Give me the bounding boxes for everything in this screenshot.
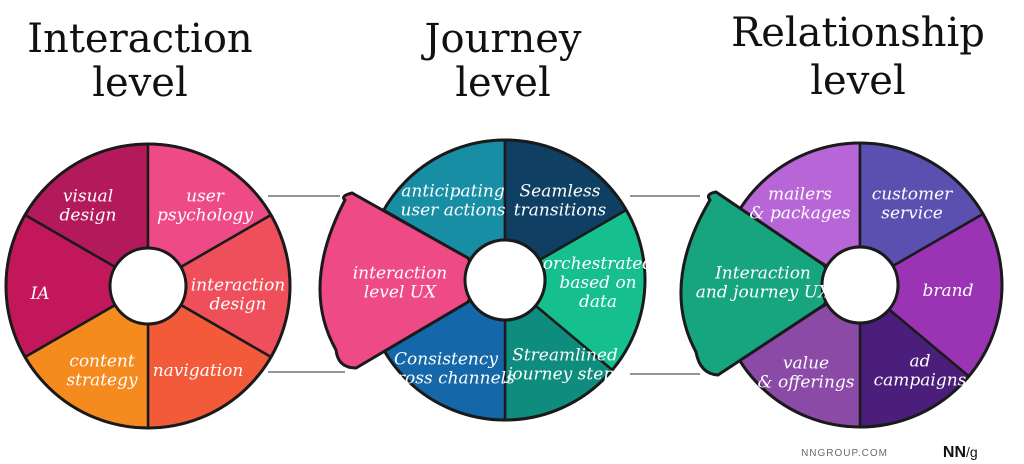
label-consistency-across-channels-line: across channels: [377, 369, 515, 389]
label-mailers-packages: mailers& packages: [749, 185, 850, 224]
connector-lines: [268, 195, 700, 375]
label-consistency-across-channels-line: Consistency: [394, 350, 498, 370]
label-navigation: navigation: [153, 361, 244, 381]
label-orchestrated-based-on-data-line: orchestrated: [543, 254, 654, 274]
label-orchestrated-based-on-data-line: based on: [559, 273, 636, 293]
inset-label-line: and journey UX: [696, 283, 831, 303]
wheel-outline: [4, 142, 292, 430]
label-anticipating-user-actions-line: anticipating: [401, 182, 505, 202]
label-brand-line: brand: [923, 281, 974, 301]
footer-logo: NN: [943, 444, 966, 461]
inset-wedge: [318, 191, 477, 370]
label-user-psychology-line: user: [186, 187, 225, 207]
label-visual-design-line: visual: [63, 187, 113, 207]
label-customer-service-line: service: [881, 204, 943, 224]
label-value-offerings-line: & offerings: [758, 373, 855, 393]
label-content-strategy-line: strategy: [66, 371, 138, 391]
label-ad-campaigns-line: campaigns: [874, 371, 967, 391]
label-streamlined-journey-steps-line: journey steps: [503, 365, 623, 385]
wheel-hub-top: [463, 238, 547, 322]
title-journey-line1: Journey: [420, 16, 581, 62]
label-interaction-design-line: design: [210, 295, 267, 315]
title-interaction-level: Interaction level: [27, 16, 252, 106]
title-interaction-line2: level: [92, 60, 188, 106]
label-mailers-packages-line: mailers: [768, 185, 832, 205]
title-relationship-level: Relationship level: [731, 10, 985, 104]
label-visual-design-line: design: [60, 206, 117, 226]
footer: NNGROUP.COM NN /g: [801, 444, 978, 461]
label-ad-campaigns-line: ad: [909, 352, 930, 372]
label-streamlined-journey-steps-line: Streamlined: [512, 346, 618, 366]
label-user-psychology-line: psychology: [157, 206, 253, 226]
label-value-offerings-line: value: [783, 354, 829, 374]
label-ia-line: IA: [30, 284, 50, 304]
title-relationship-line1: Relationship: [731, 10, 985, 56]
label-mailers-packages-line: & packages: [749, 204, 850, 224]
label-content-strategy-line: content: [69, 352, 135, 372]
wheel-hub: [108, 246, 188, 326]
title-interaction-line1: Interaction: [27, 16, 252, 62]
footer-logo-suffix: /g: [966, 444, 978, 460]
label-orchestrated-based-on-data-line: data: [579, 292, 617, 312]
title-journey-level: Journey level: [420, 16, 581, 106]
label-navigation-line: navigation: [153, 361, 244, 381]
wheel-hub-top: [820, 245, 900, 325]
label-seamless-transitions-line: transitions: [514, 201, 607, 221]
label-interaction-design-line: interaction: [191, 276, 286, 296]
label-ia: IA: [30, 284, 50, 304]
title-relationship-line2: level: [810, 58, 906, 104]
label-anticipating-user-actions-line: user actions: [400, 201, 505, 221]
footer-site: NNGROUP.COM: [801, 448, 888, 459]
inset-label-line: interaction: [353, 264, 448, 284]
label-brand: brand: [923, 281, 974, 301]
inset-label-line: level UX: [364, 283, 437, 303]
label-value-offerings: value& offerings: [758, 354, 855, 393]
label-customer-service-line: customer: [872, 185, 953, 205]
inset-label-line: Interaction: [714, 264, 811, 284]
inset-wedge: [679, 190, 832, 377]
label-seamless-transitions-line: Seamless: [520, 182, 601, 202]
title-journey-line2: level: [455, 60, 551, 106]
